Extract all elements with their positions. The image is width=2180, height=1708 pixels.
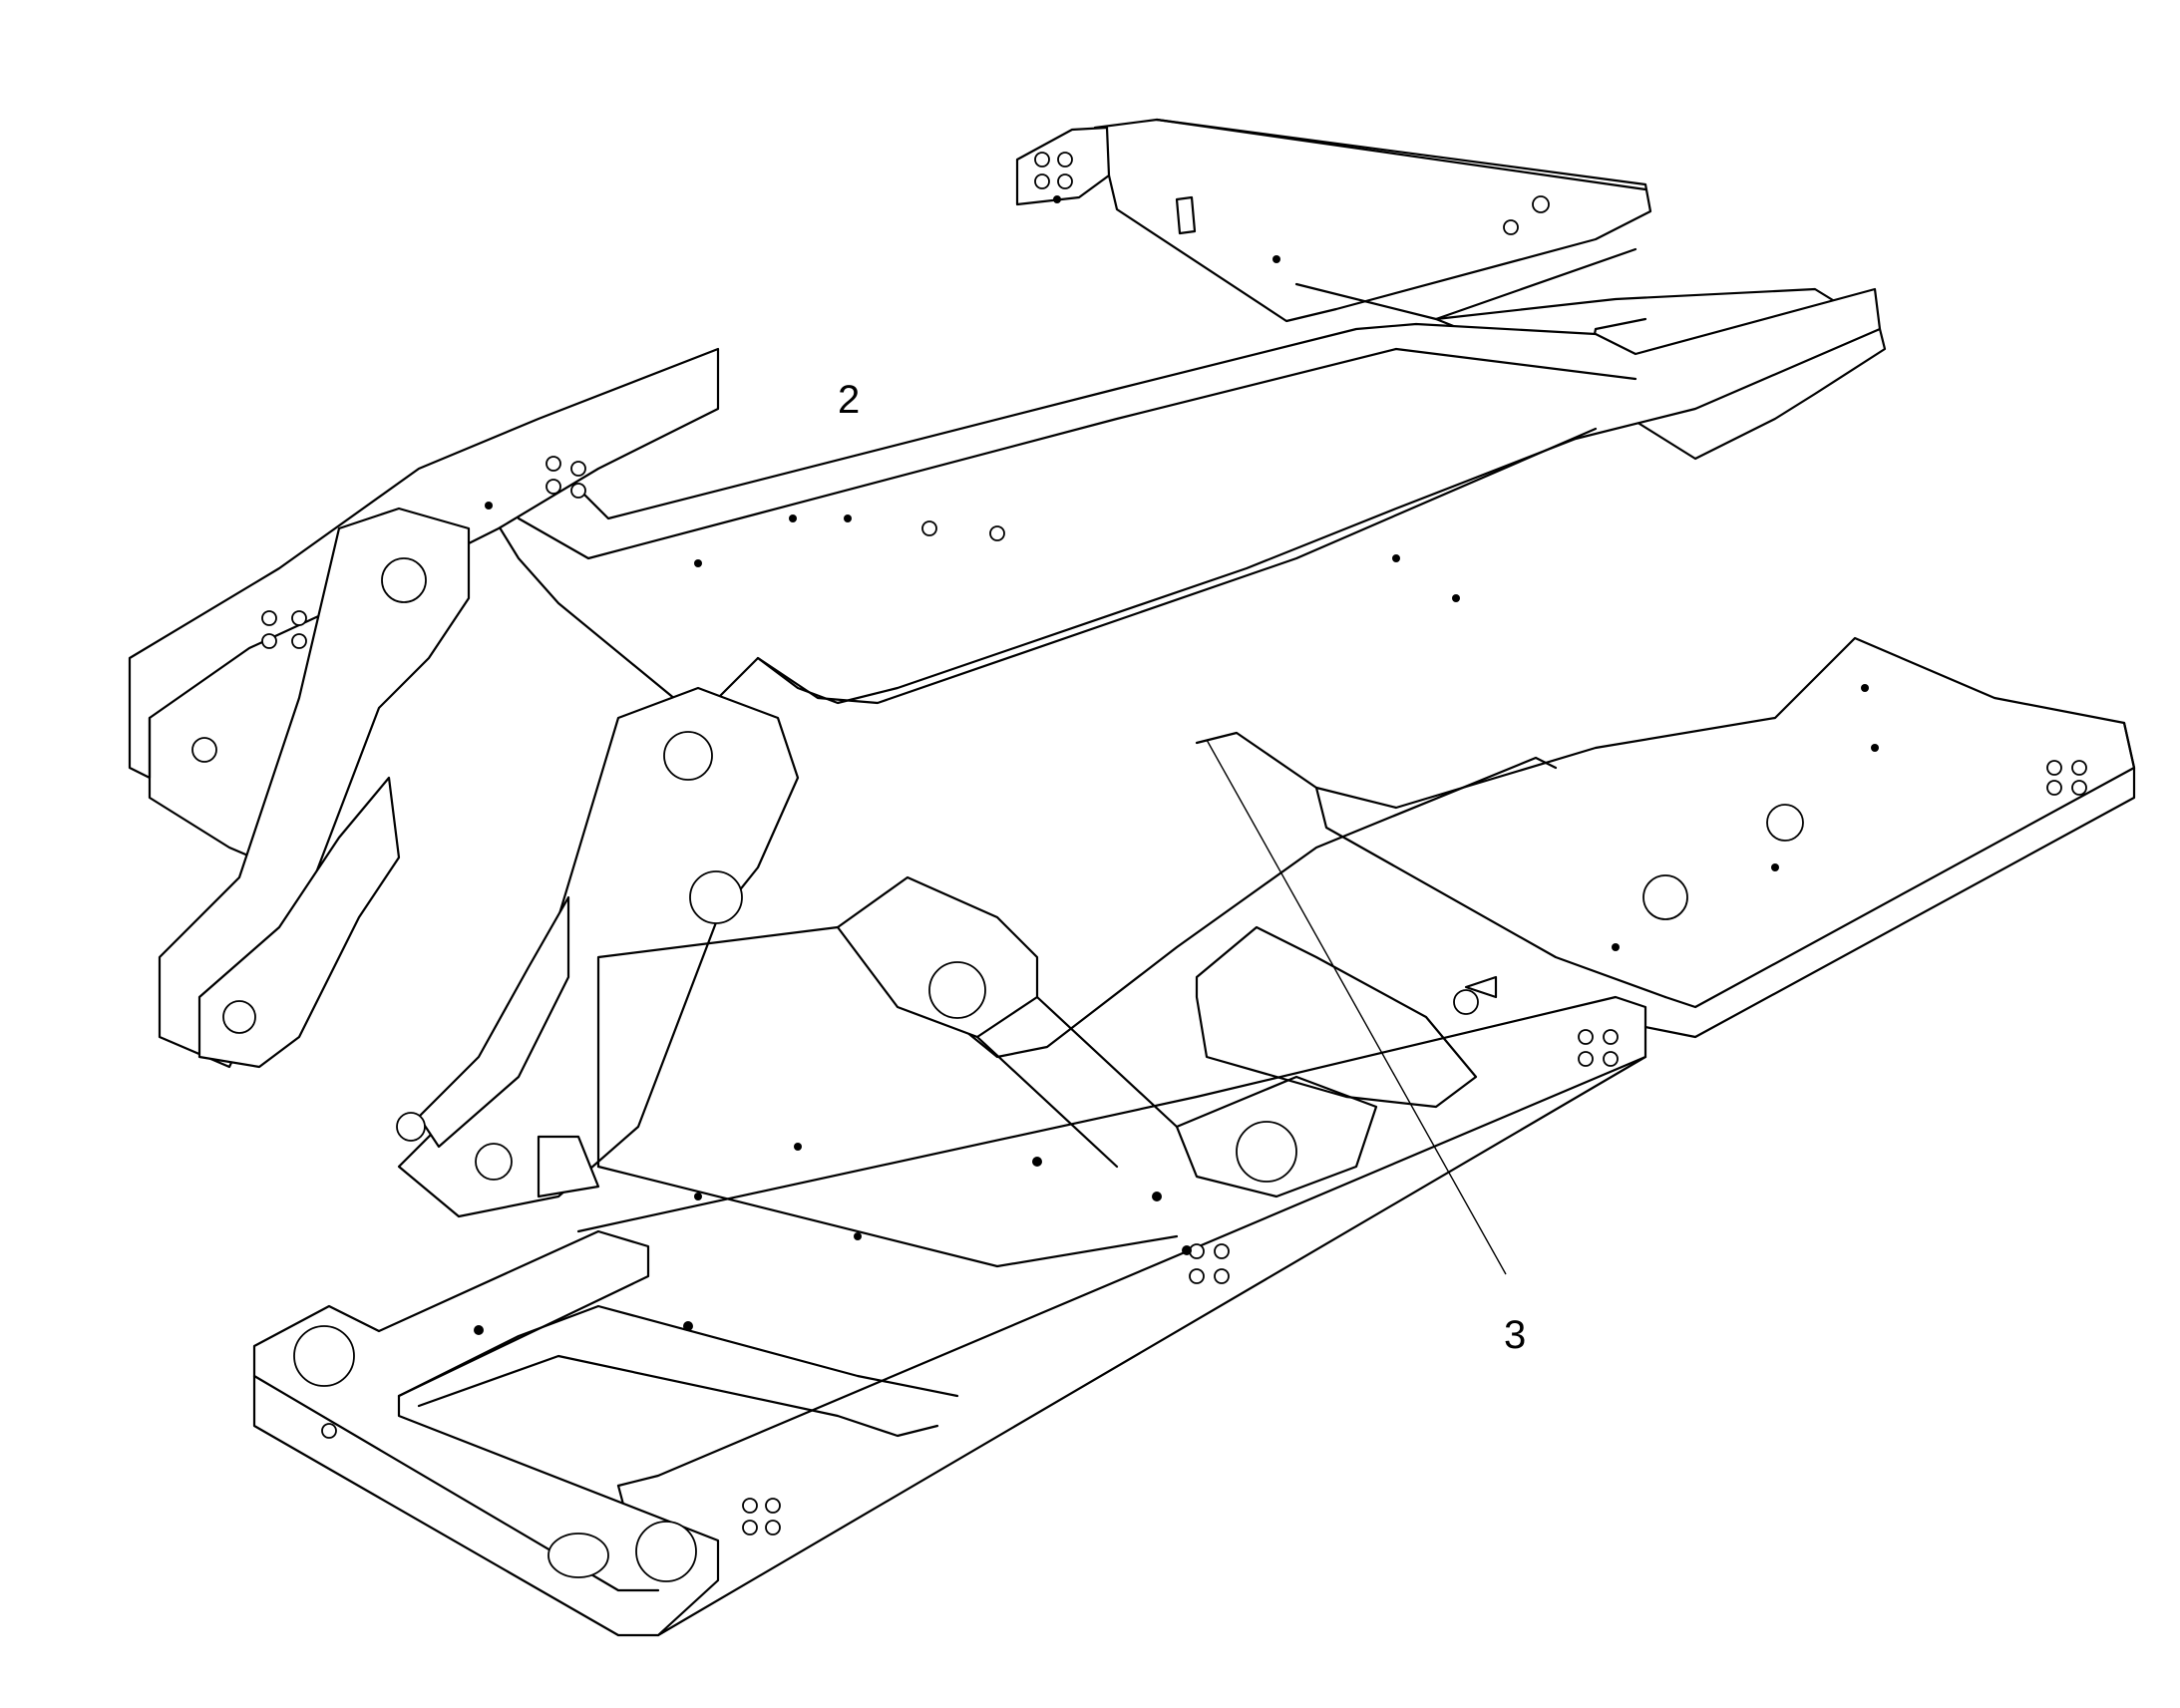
side-rail <box>576 995 1647 1637</box>
leader-line-3 <box>1206 739 1507 1275</box>
boom-bracket-left <box>158 507 471 1069</box>
callout-3: 3 <box>1504 1313 1526 1357</box>
callout-2: 2 <box>838 378 860 422</box>
boom-bracket-right <box>396 686 800 1218</box>
rivets <box>474 195 1879 1335</box>
right-floor-plate <box>1195 636 2136 1039</box>
leaders <box>1206 739 1507 1275</box>
main-arm <box>477 287 1882 720</box>
front-cross-member <box>252 1229 959 1637</box>
center-deck <box>596 756 1558 1268</box>
